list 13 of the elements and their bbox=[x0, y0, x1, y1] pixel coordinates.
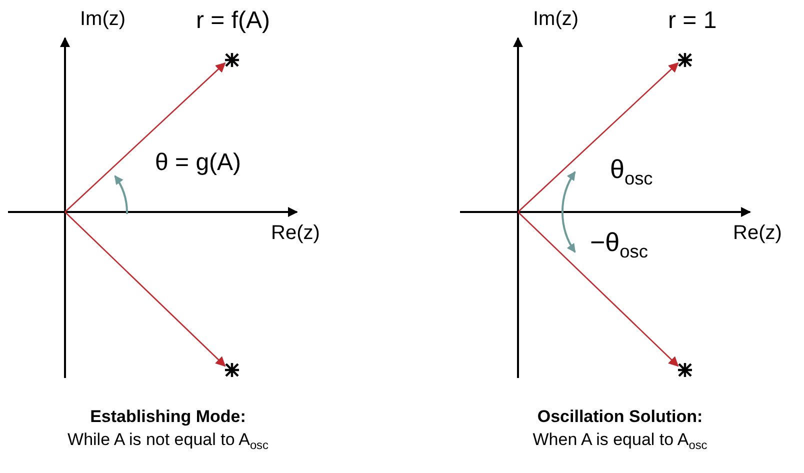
caption-title: Establishing Mode: bbox=[90, 407, 246, 426]
axis-label: Im(z) bbox=[80, 8, 126, 30]
caption-text: When A is equal to A$_{osc}$ bbox=[532, 430, 708, 449]
angle-label: θ$_{osc}$ bbox=[610, 155, 653, 188]
magnitude-label: r = f(A) bbox=[196, 8, 270, 34]
axis-label: Re(z) bbox=[733, 222, 782, 244]
magnitude-label: r = 1 bbox=[668, 8, 717, 34]
axis-label: Re(z) bbox=[271, 222, 320, 244]
caption-text: While A is not equal to A$_{osc}$ bbox=[68, 430, 268, 449]
angle-label: θ = g(A) bbox=[155, 150, 242, 176]
caption-title: Oscillation Solution: bbox=[537, 407, 703, 426]
axis-label: Im(z) bbox=[533, 8, 579, 30]
angle-label: −θ$_{osc}$ bbox=[590, 228, 648, 262]
